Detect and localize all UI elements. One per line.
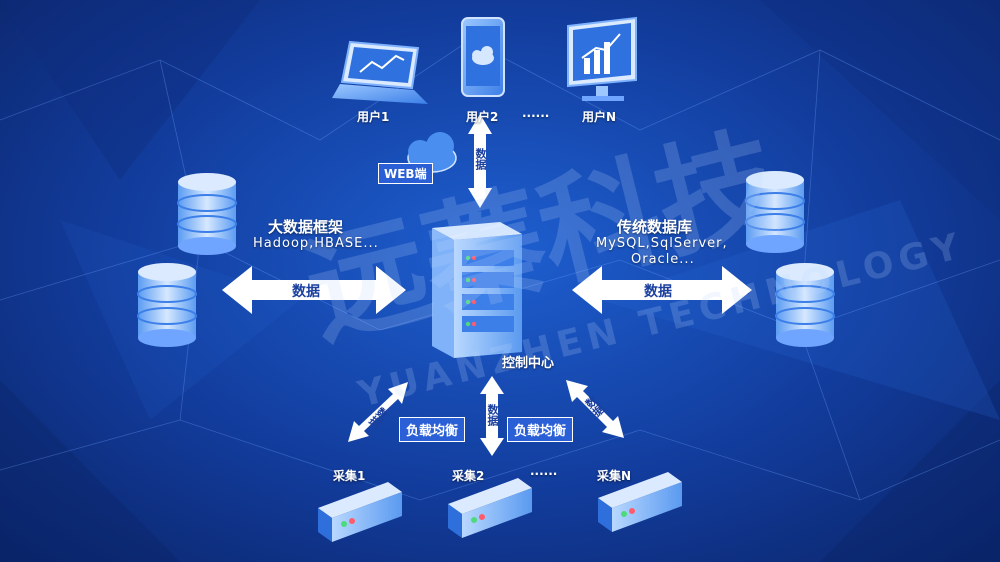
database-icon [745,171,805,253]
database-icon [177,173,237,255]
load-balance-right: 负载均衡 [507,417,574,442]
collector2-label: 采集2 [452,469,485,483]
web-data-arrow [468,114,492,208]
right-title: 传统数据库 [617,218,693,236]
collector-server-icon [448,478,532,538]
database-icon [775,263,835,347]
left-arrow-text: 数据 [292,284,320,300]
control-center-label: 控制中心 [502,356,555,371]
monitor-icon [567,16,637,101]
bottom-mid-arrow-text: 数据 [486,404,499,426]
bottom-left-data-arrow [348,382,408,442]
left-subtitle: Hadoop,HBASE... [253,236,379,251]
bottom-mid-data-arrow [480,376,504,456]
collectorN-label: 采集N [597,469,632,483]
userN-label: 用户N [582,110,617,124]
right-arrow-text: 数据 [644,284,672,300]
collector-server-icon [598,472,682,532]
users-ellipsis: ...... [522,106,550,120]
database-icon [137,263,197,347]
user2-label: 用户2 [466,110,499,124]
right-subtitle-2: Oracle... [631,252,695,267]
right-subtitle: MySQL,SqlServer, [596,236,728,251]
phone-icon [461,17,505,97]
right-data-arrow [572,266,752,314]
collectors-ellipsis: ...... [530,464,558,478]
collector1-label: 采集1 [333,469,366,483]
web-label: WEB端 [378,163,433,184]
bottom-right-data-arrow [566,380,624,438]
web-arrow-text: 数据 [474,148,487,170]
left-data-arrow [222,266,406,314]
server-rack-icon [432,222,522,358]
laptop-icon [332,40,428,104]
load-balance-left: 负载均衡 [399,417,466,442]
left-title: 大数据框架 [268,218,344,236]
collector-server-icon [318,482,402,542]
user1-label: 用户1 [357,110,390,124]
